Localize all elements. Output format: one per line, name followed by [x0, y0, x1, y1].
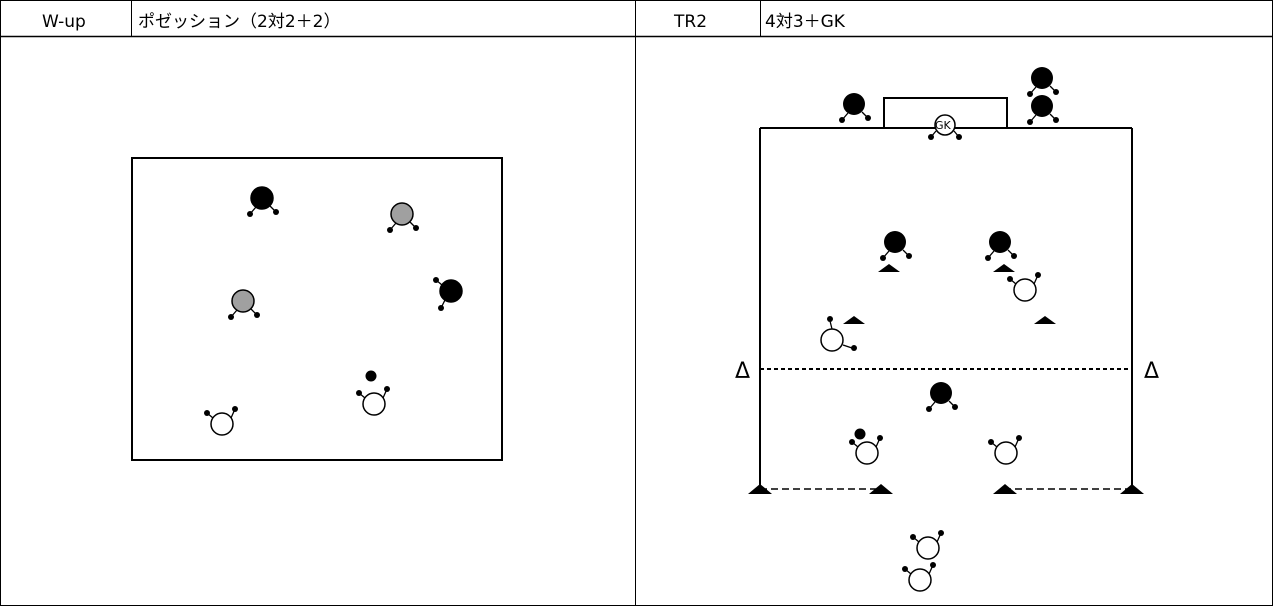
goal	[883, 97, 1008, 128]
player-white	[203, 405, 239, 436]
goalkeeper	[927, 114, 963, 141]
cone	[878, 264, 900, 272]
player-white	[901, 561, 937, 592]
ball	[365, 370, 377, 382]
ball	[854, 428, 866, 440]
cone	[869, 484, 893, 494]
player-black	[879, 231, 913, 262]
cone	[993, 484, 1017, 494]
right-players: GK	[820, 67, 1060, 592]
player-neutral	[227, 289, 261, 321]
left-pitch	[131, 157, 503, 461]
left-players	[203, 186, 463, 436]
left-panel-tag: W-up	[42, 12, 86, 32]
flag-marker-right: Δ	[1144, 359, 1159, 384]
cone	[843, 316, 865, 324]
cone	[1034, 316, 1056, 324]
player-black	[432, 276, 463, 312]
player-black	[838, 93, 872, 124]
player-white	[1006, 271, 1042, 302]
player-black	[246, 186, 280, 218]
right-panel-title: 4対3＋GK	[765, 12, 846, 32]
player-neutral	[386, 202, 420, 234]
cones	[748, 264, 1144, 494]
player-black	[925, 382, 959, 413]
player-white	[848, 434, 884, 465]
player-white	[355, 385, 391, 416]
player-black	[1026, 95, 1060, 126]
player-white	[909, 529, 945, 560]
flag-marker-left: Δ	[735, 359, 750, 384]
cone	[1120, 484, 1144, 494]
left-panel-title: ポゼッション（2対2＋2）	[138, 12, 340, 32]
player-black	[984, 231, 1018, 262]
right-panel-tag: TR2	[673, 12, 707, 32]
player-white	[820, 316, 857, 352]
cone	[748, 484, 772, 494]
player-white	[987, 434, 1023, 465]
goalkeeper-label: GK	[935, 119, 952, 132]
cone	[993, 264, 1015, 272]
player-black	[1026, 67, 1060, 98]
right-pitch	[759, 97, 1133, 490]
